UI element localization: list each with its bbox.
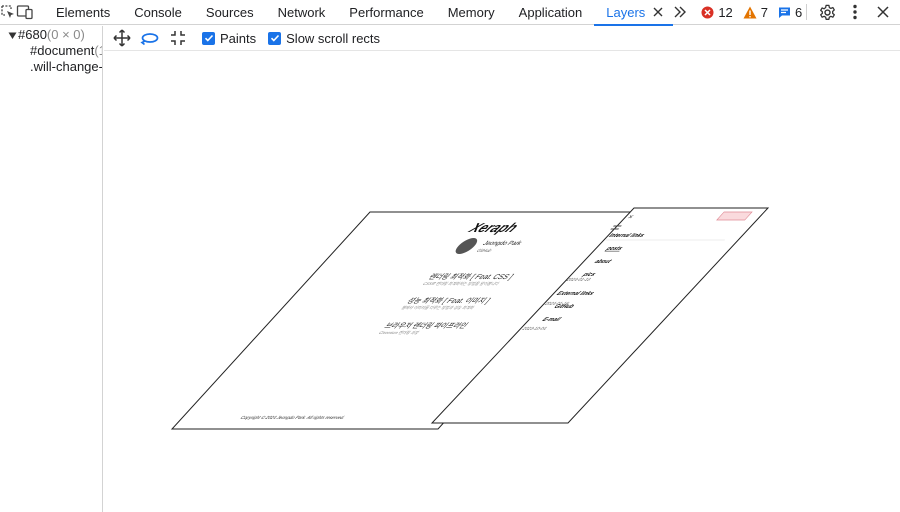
checkbox-checked-icon[interactable]	[202, 31, 215, 45]
post-title-3: 브라우저 렌더링 파이프라인	[382, 321, 471, 329]
issue-counters[interactable]: 12 7 6	[701, 5, 802, 20]
devtools-tabbar: Elements Console Sources Network Perform…	[0, 0, 900, 26]
tree-row-will-change[interactable]: .will-change-t	[0, 59, 102, 75]
expand-triangle-icon[interactable]	[8, 31, 17, 40]
site-logo: Xeraph	[464, 221, 522, 235]
checkbox-checked-icon[interactable]	[268, 31, 282, 45]
menu-highlight-rect	[716, 211, 753, 221]
menu-external-heading: External links	[555, 291, 596, 297]
right-toolbar	[802, 0, 900, 24]
tree-row-root[interactable]: #680 (0 × 0)	[0, 27, 102, 43]
settings-gear-icon[interactable]	[815, 0, 839, 24]
inspect-element-icon[interactable]	[0, 0, 16, 24]
layer-tree: #680 (0 × 0) #document (1( .will-change-…	[0, 26, 103, 512]
pan-mode-icon[interactable]	[110, 27, 134, 49]
tree-document-label: #document	[30, 43, 95, 58]
tree-row-document[interactable]: #document (1(	[0, 43, 102, 59]
warning-icon	[743, 6, 757, 18]
tab-layers-label: Layers	[606, 4, 646, 20]
error-count: 12	[718, 4, 733, 20]
message-icon	[779, 7, 791, 18]
post-title-2: 성능 최적화 [ Feat. 이미지 ]	[405, 296, 494, 304]
paints-checkbox[interactable]: Paints	[202, 31, 256, 46]
author-github: GitHub	[474, 249, 493, 254]
error-counter[interactable]: 12	[701, 4, 733, 20]
rotate-mode-icon[interactable]	[138, 27, 162, 49]
menu-internal-heading: Internal links	[607, 233, 646, 239]
author-name: Jeongdo Park	[481, 240, 524, 247]
tab-sources[interactable]: Sources	[205, 4, 254, 20]
hamburger-icon	[610, 225, 622, 230]
post-sub-2: 웹에서 이미지를 다루는 방법과 성능 최적화	[399, 305, 477, 311]
message-count: 6	[795, 4, 803, 20]
tab-network[interactable]: Network	[277, 4, 326, 20]
more-tabs-icon[interactable]	[673, 0, 687, 24]
tree-root-label: #680	[18, 27, 47, 42]
warning-count: 7	[760, 4, 769, 20]
post-title-1: 렌더링 최적화 [ Feat. CSS ]	[426, 272, 516, 280]
post-date-3: 2023-10-04	[520, 327, 548, 332]
post-date-2: 2024-01-16	[543, 302, 571, 307]
layers-3d-canvas[interactable]: Xeraph Jeongdo Park GitHub 렌더링 최적화 [ Fea…	[104, 52, 900, 512]
more-options-icon[interactable]	[843, 0, 867, 24]
tab-console[interactable]: Console	[134, 4, 182, 20]
menu-ext-github: GitHub	[552, 304, 576, 310]
tree-root-size: (0 × 0)	[46, 27, 85, 42]
message-counter[interactable]: 6	[778, 5, 802, 20]
avatar	[455, 238, 478, 254]
copyright-text: Copyright © 2024 Jeongdo Park. All right…	[238, 415, 347, 421]
close-devtools-icon[interactable]	[871, 0, 895, 24]
toolbar-divider	[806, 4, 808, 20]
tab-performance[interactable]: Performance	[349, 4, 424, 20]
menu-link-pics: pics	[580, 272, 597, 278]
slow-scroll-rects-checkbox[interactable]: Slow scroll rects	[268, 31, 380, 46]
menu-link-posts: posts	[603, 246, 624, 252]
tree-document-size: (1(	[94, 43, 102, 58]
post-sub-3: Chromium 렌더링 과정	[377, 330, 421, 336]
post-date-1: 2024-01-18	[564, 278, 592, 283]
paints-label: Paints	[220, 30, 257, 46]
reset-transform-icon[interactable]	[166, 27, 190, 49]
close-icon[interactable]	[649, 3, 667, 21]
menu-close-icon: ×	[625, 212, 637, 220]
error-icon	[701, 6, 714, 18]
tab-layers[interactable]: Layers	[594, 0, 674, 26]
post-sub-1: CSS로 렌더링 최적화하는 방법을 알아봅니다	[421, 281, 502, 287]
layers-3d-view[interactable]: Xeraph Jeongdo Park GitHub 렌더링 최적화 [ Fea…	[104, 52, 900, 512]
tab-application[interactable]: Application	[518, 4, 583, 20]
menu-layer[interactable]	[430, 207, 770, 424]
menu-link-about: about	[593, 259, 614, 265]
page-layer[interactable]	[170, 211, 638, 430]
slow-scroll-rects-label: Slow scroll rects	[286, 30, 381, 46]
tab-memory[interactable]: Memory	[447, 4, 495, 20]
device-toolbar-icon[interactable]	[16, 0, 34, 24]
tree-will-change-label: .will-change-t	[30, 59, 103, 74]
tab-elements[interactable]: Elements	[56, 4, 111, 20]
menu-ext-email: E-mail	[540, 317, 562, 323]
layers-toolbar: Paints Slow scroll rects	[104, 26, 900, 51]
warning-counter[interactable]: 7	[743, 5, 768, 20]
